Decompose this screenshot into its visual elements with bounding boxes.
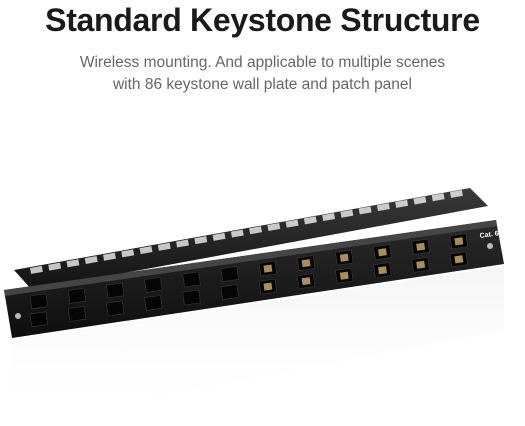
rear-slot [194, 236, 208, 245]
keystone-port [449, 233, 468, 250]
rear-bar [14, 188, 488, 290]
keystone-ports [29, 233, 468, 328]
subtitle-line-2: with 86 keystone wall plate and patch pa… [112, 76, 412, 93]
faceplate-top-edge [4, 220, 497, 296]
keystone-port [106, 282, 125, 299]
keystone-port [373, 262, 392, 279]
keystone-port [106, 300, 125, 317]
rear-slot [249, 226, 262, 235]
rear-slot [121, 249, 135, 258]
keystone-port [258, 278, 278, 295]
panel-label: Cat. 6 [479, 230, 499, 240]
rear-slot [358, 206, 372, 215]
rear-slot [139, 246, 153, 255]
keystone-port [29, 293, 48, 310]
rear-slot [103, 252, 116, 261]
rear-slot [285, 219, 299, 228]
rear-slot [395, 199, 409, 208]
headline: Standard Keystone Structure [45, 2, 480, 38]
panel-reflection [12, 266, 504, 426]
keystone-port [144, 295, 163, 311]
keystone-port [296, 273, 316, 290]
keystone-port [411, 256, 430, 273]
rear-slot [449, 189, 463, 198]
keystone-port [258, 260, 278, 277]
rear-slot [431, 193, 445, 202]
mounting-hole-left [15, 313, 21, 319]
keystone-port [296, 255, 316, 272]
rear-slot [267, 222, 281, 231]
rear-slot [66, 259, 80, 268]
rear-slot [48, 262, 62, 271]
keystone-port [220, 284, 239, 300]
rear-slot [157, 242, 171, 251]
keystone-port [182, 271, 201, 288]
rear-slot [340, 209, 354, 218]
keystone-port [144, 277, 163, 293]
keystone-port [182, 289, 201, 306]
keystone-port [29, 311, 48, 328]
keystone-port [335, 267, 354, 284]
rear-bar-slots [30, 189, 463, 274]
patch-panel-photo: Cat. 6 [4, 188, 504, 426]
subtitle-line-1: Wireless mounting. And applicable to mul… [79, 54, 446, 71]
rear-slot [30, 265, 43, 274]
mounting-hole-right [487, 243, 493, 249]
keystone-port [67, 287, 87, 304]
keystone-port [373, 244, 392, 261]
rear-slot [322, 213, 336, 222]
keystone-port [67, 305, 87, 322]
rear-slot [176, 239, 189, 248]
keystone-port [335, 249, 354, 266]
rear-slot [84, 256, 98, 264]
rear-slot [230, 229, 244, 238]
rear-slot [303, 216, 317, 225]
subtitle: Wireless mounting. And applicable to mul… [0, 52, 525, 96]
rear-slot [376, 203, 390, 212]
keystone-port [411, 238, 430, 255]
rear-slot [212, 232, 226, 241]
rear-slot [413, 196, 427, 205]
keystone-port [449, 251, 468, 268]
keystone-port [220, 266, 239, 282]
